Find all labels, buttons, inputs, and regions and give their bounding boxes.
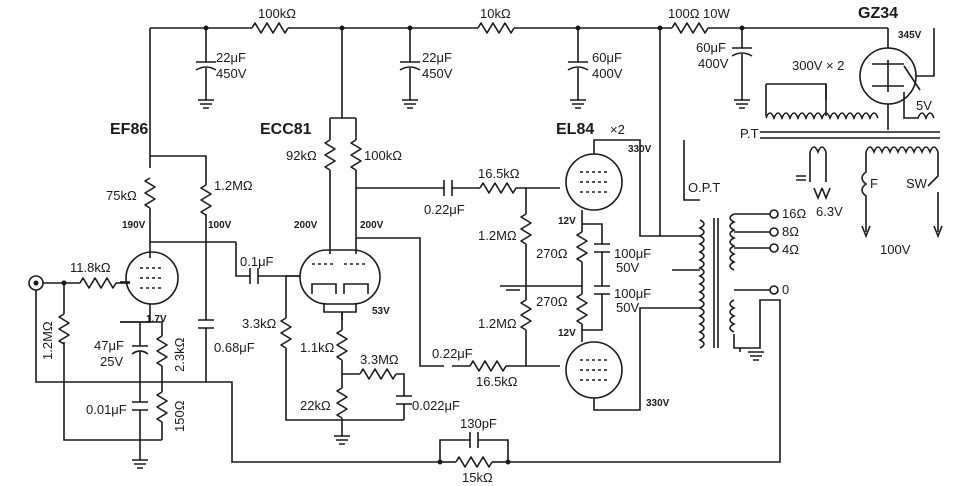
label-c-47u-1: 47μF [94,338,124,353]
label-c-22u-a-2: 450V [216,66,247,81]
label-el84: EL84 [556,121,594,138]
label-r-3-3k: 3.3kΩ [242,316,277,331]
label-c-0-68u: 0.68μF [214,340,255,355]
label-c-100u-top-2: 50V [616,260,639,275]
output-stage [452,139,700,411]
label-v-330-bot: 330V [646,398,670,409]
label-r-2-3k: 2.3kΩ [172,337,187,372]
label-v-345: 345V [898,30,922,41]
label-r-270-top: 270Ω [536,246,568,261]
label-ef86: EF86 [110,121,148,138]
label-r-16-5k-bot: 16.5kΩ [476,374,518,389]
label-mains-100v: 100V [880,242,911,257]
label-r-100k-ecc: 100kΩ [364,148,402,163]
label-c-100u-top-1: 100μF [614,246,651,261]
label-r-100-10w: 100Ω 10W [668,6,730,21]
label-r-11-8k: 11.8kΩ [70,260,111,275]
label-r-22k: 22kΩ [300,398,331,413]
label-tap-4: 4Ω [782,242,799,257]
label-c-60u-a-1: 60μF [592,50,622,65]
label-r-1-2m-grid-bot: 1.2MΩ [478,316,517,331]
b-plus-rail [149,22,888,236]
label-tap-16: 16Ω [782,206,806,221]
label-v-200-a: 200V [294,220,318,231]
label-c-0-1u: 0.1μF [240,254,274,269]
label-c-0-022u: 0.022μF [412,398,460,413]
label-pt-6-3v: 6.3V [816,204,843,219]
label-c-60u-b-1: 60μF [696,40,726,55]
label-r-16-5k-top: 16.5kΩ [478,166,520,181]
input-section [28,275,140,441]
label-r-1-1k: 1.1kΩ [300,340,335,355]
label-r-3-3m: 3.3MΩ [360,352,399,367]
label-ecc81: ECC81 [260,121,312,138]
label-r-10k-top: 10kΩ [480,6,511,21]
label-c-0-01u: 0.01μF [86,402,127,417]
label-v-12-bot: 12V [558,328,576,339]
label-c-100u-bot-2: 50V [616,300,639,315]
label-v-100: 100V [208,220,232,231]
label-r-92k: 92kΩ [286,148,317,163]
label-r-75k: 75kΩ [106,188,137,203]
label-c-22u-a-1: 22μF [216,50,246,65]
label-gz34: GZ34 [858,5,898,22]
label-pt-5v: 5V [916,98,932,113]
label-r-100k-top: 100kΩ [258,6,296,21]
label-r-1-2m-ef86: 1.2MΩ [214,178,253,193]
label-pt: P.T [740,126,759,141]
power-supply [760,28,943,239]
label-v-1-7: 1.7V [146,314,167,325]
label-opt: O.P.T [688,180,720,195]
label-c-60u-a-2: 400V [592,66,623,81]
label-c-130p: 130pF [460,416,497,431]
filter-cap-2 [399,28,421,109]
label-v-330-top: 330V [628,144,652,155]
label-tap-0: 0 [782,282,789,297]
label-r-15k-fb: 15kΩ [462,470,493,485]
label-v-190: 190V [122,220,146,231]
label-c-0-22u-top: 0.22μF [424,202,465,217]
output-transformer [508,140,781,463]
label-r-270-bot: 270Ω [536,294,568,309]
label-r-1-2m-input: 1.2MΩ [40,321,55,360]
filter-cap-4 [731,28,753,109]
label-v-53: 53V [372,306,390,317]
label-pt-secondary: 300V × 2 [792,58,844,73]
label-r-150: 150Ω [172,400,187,432]
label-c-22u-b-2: 450V [422,66,453,81]
ef86-cathode [64,321,440,469]
label-c-60u-b-2: 400V [698,56,729,71]
label-r-1-2m-grid-top: 1.2MΩ [478,228,517,243]
label-mains-f: F [870,176,878,191]
label-el84-count: ×2 [610,122,625,137]
label-c-100u-bot-1: 100μF [614,286,651,301]
feedback-network [437,432,511,468]
label-c-47u-2: 25V [100,354,123,369]
ef86-stage [120,155,300,382]
label-c-0-22u-bot: 0.22μF [432,346,473,361]
label-tap-8: 8Ω [782,224,799,239]
label-v-200-b: 200V [360,220,384,231]
filter-cap-1 [195,28,217,109]
label-c-22u-b-1: 22μF [422,50,452,65]
labels: 100kΩ 10kΩ 100Ω 10W GZ34 345V 22μF 450V … [40,5,932,485]
ecc81-stage [280,117,560,445]
label-v-12-top: 12V [558,216,576,227]
filter-cap-3 [567,28,589,109]
label-mains-sw: SW [906,176,928,191]
